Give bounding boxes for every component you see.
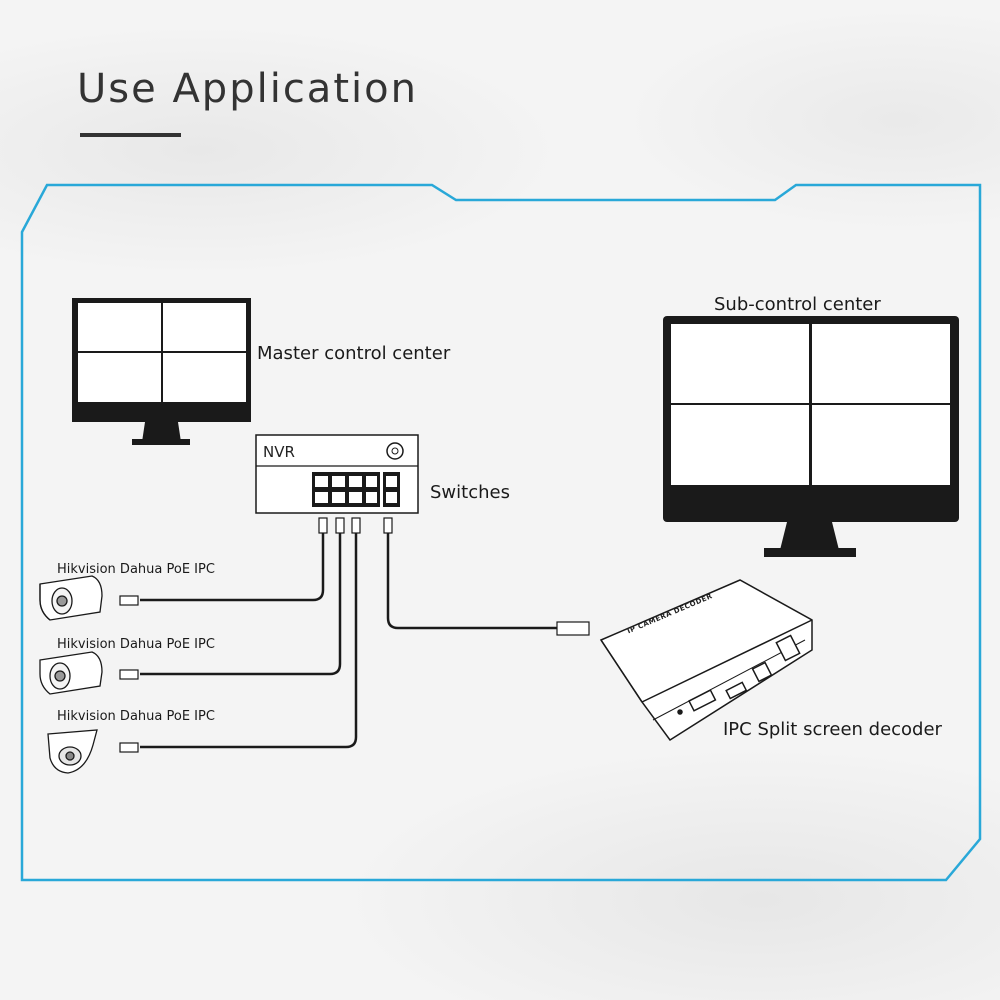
master-monitor [72,298,251,445]
master-control-label: Master control center [257,343,451,364]
decoder-cable-plug [556,621,590,636]
camera-cable-plugs [119,595,139,753]
nvr-label: NVR [263,443,295,461]
camera-1-label: Hikvision Dahua PoE IPC [57,562,215,577]
decoder-label: IPC Split screen decoder [723,719,942,740]
camera-2-label: Hikvision Dahua PoE IPC [57,637,215,652]
rj45-plugs [318,517,393,534]
camera-2-bullet [39,651,103,695]
ip-camera-decoder [599,579,813,742]
camera-1-bullet [39,575,103,621]
camera-3-dome [47,729,98,774]
camera-3-label: Hikvision Dahua PoE IPC [57,709,215,724]
switches-label: Switches [430,482,510,503]
power-button-icon [386,442,404,460]
sub-monitor [663,316,959,557]
diagram-frame [20,183,982,882]
network-cables [140,533,557,749]
title-underline [80,133,181,137]
nvr-switch-box [255,434,419,514]
sub-control-label: Sub-control center [714,294,881,315]
page-title: Use Application [77,66,418,112]
